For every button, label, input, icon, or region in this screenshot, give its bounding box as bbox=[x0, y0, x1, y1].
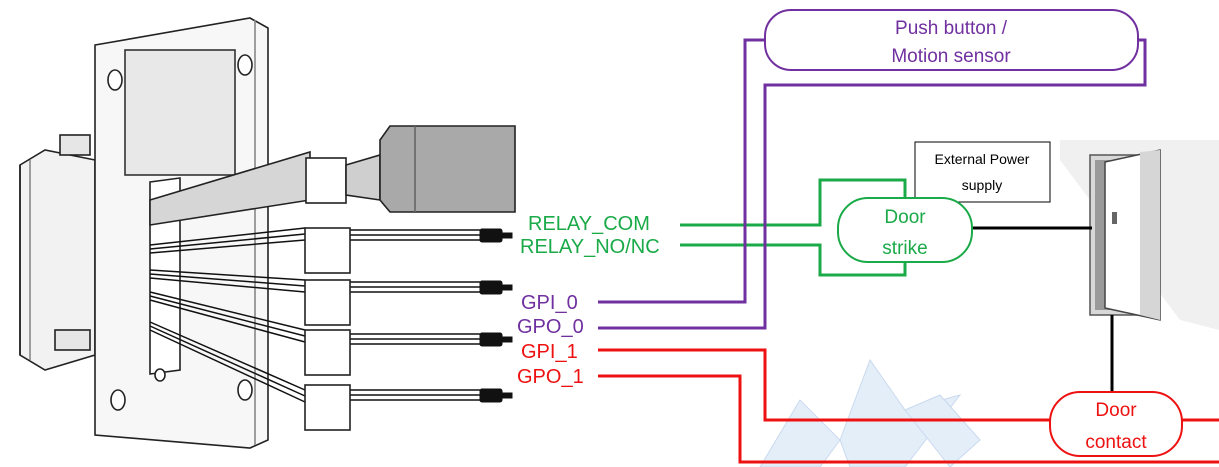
gpio0-wires bbox=[598, 38, 1147, 330]
door-illustration bbox=[1060, 140, 1219, 330]
relay-wires bbox=[680, 178, 907, 277]
gpi-1-label: GPI_1 bbox=[521, 341, 578, 363]
door-contact-box bbox=[1049, 391, 1183, 457]
relay-com-label: RELAY_COM bbox=[528, 213, 650, 235]
door-contact-label-1: Door bbox=[1095, 400, 1137, 421]
power-supply-label-1: External Power bbox=[935, 151, 1030, 167]
push-button-label-1: Push button / bbox=[895, 18, 1008, 39]
wire-end-plugs bbox=[479, 228, 513, 403]
harness-connectors bbox=[304, 227, 351, 431]
relay-no-nc-label: RELAY_NO/NC bbox=[520, 236, 660, 258]
door-strike-box bbox=[837, 197, 973, 263]
gpi-0-label: GPI_0 bbox=[521, 292, 578, 314]
gpo-1-label: GPO_1 bbox=[517, 366, 584, 388]
access-reader-device bbox=[19, 17, 269, 449]
ethernet-cable bbox=[149, 125, 516, 226]
door-contact-label-2: contact bbox=[1085, 432, 1147, 453]
door-strike-label-2: strike bbox=[882, 238, 927, 259]
wire-harnesses bbox=[149, 227, 480, 403]
door-wires bbox=[972, 226, 1114, 395]
power-supply-label-2: supply bbox=[962, 177, 1002, 193]
power-supply-box bbox=[914, 141, 1051, 203]
watermark-logo bbox=[759, 358, 981, 467]
push-button-box bbox=[764, 9, 1139, 71]
door-strike-label-1: Door bbox=[884, 207, 926, 228]
gpio1-wires bbox=[598, 348, 1219, 464]
gpo-0-label: GPO_0 bbox=[517, 316, 584, 338]
push-button-label-2: Motion sensor bbox=[891, 46, 1011, 67]
